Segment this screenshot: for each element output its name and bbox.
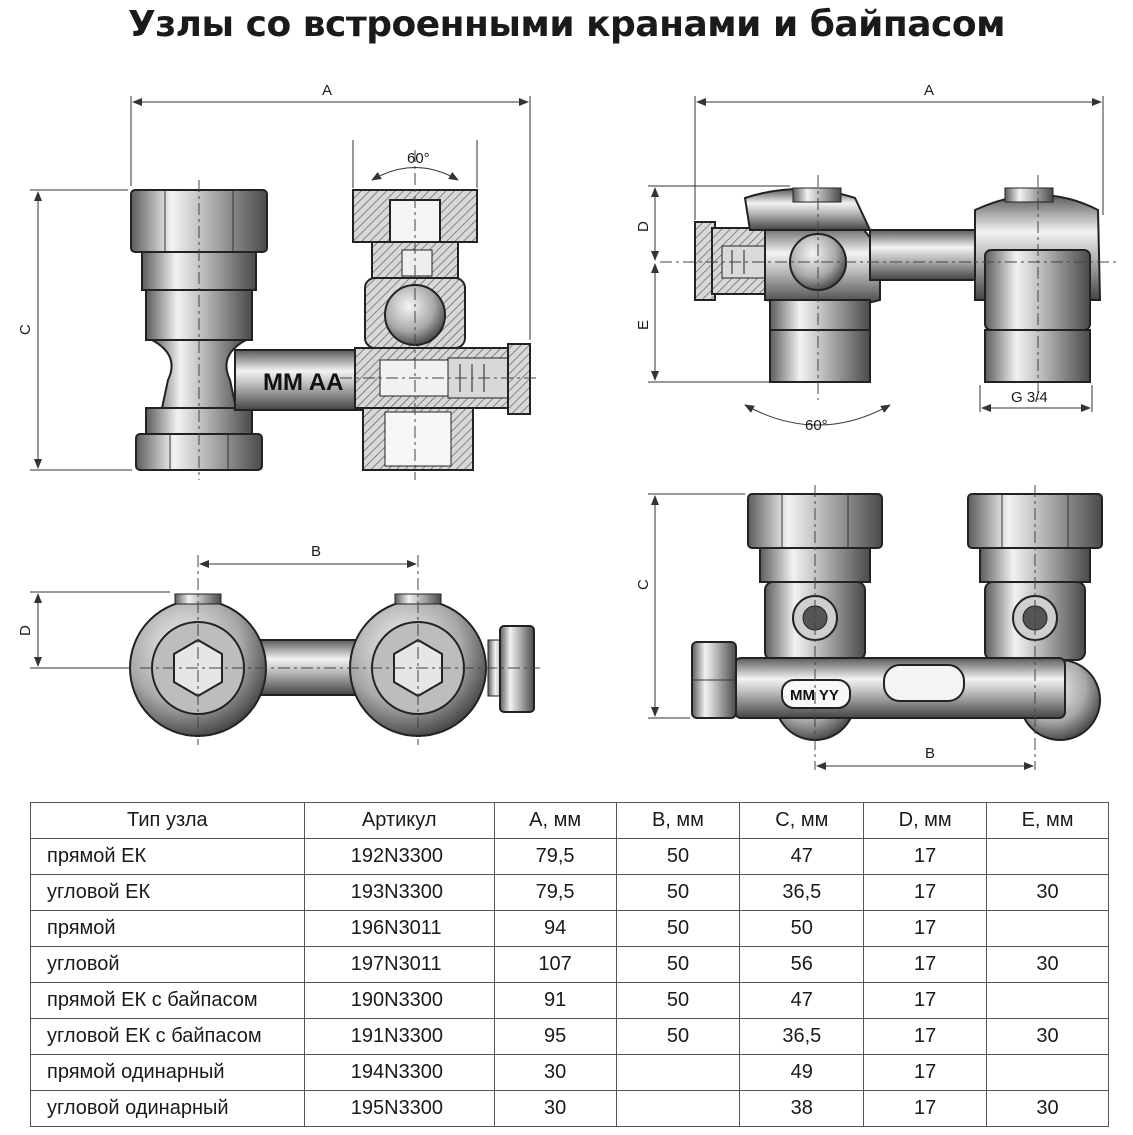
- cell-a: 30: [493, 1054, 617, 1091]
- cell-c: 36,5: [739, 1018, 865, 1055]
- cell-e: [986, 910, 1109, 947]
- header-d: D, мм: [863, 802, 988, 839]
- cell-type: угловой ЕК с байпасом: [30, 1018, 305, 1055]
- cell-a: 79,5: [493, 838, 617, 875]
- cell-type: прямой одинарный: [30, 1054, 305, 1091]
- header-type: Тип узла: [30, 802, 305, 839]
- cell-type: прямой: [30, 910, 305, 947]
- cell-d: 17: [863, 946, 988, 983]
- view-straight-top: B D: [17, 543, 540, 745]
- cell-article: 195N3300: [303, 1090, 495, 1127]
- view-angled-front: A D E 60° G 3/4: [635, 82, 1120, 434]
- dim-b-label: B: [311, 543, 321, 560]
- cell-a: 30: [493, 1090, 617, 1127]
- cell-type: угловой ЕК: [30, 874, 305, 911]
- cell-d: 17: [863, 1018, 988, 1055]
- cell-article: 194N3300: [303, 1054, 495, 1091]
- table-row: прямой ЕК 192N3300 79,5 50 47 17: [30, 838, 1109, 875]
- cell-e: 30: [986, 1090, 1109, 1127]
- table-row: угловой одинарный 195N3300 30 38 17 30: [30, 1090, 1109, 1127]
- cell-article: 193N3300: [303, 874, 495, 911]
- cell-d: 17: [863, 838, 988, 875]
- dim-a-label: A: [322, 82, 332, 99]
- dim-d-angled-label: D: [635, 221, 652, 232]
- cell-c: 36,5: [739, 874, 865, 911]
- dim-e-label: E: [635, 320, 652, 330]
- header-b: B, мм: [615, 802, 741, 839]
- cell-article: 191N3300: [303, 1018, 495, 1055]
- cell-e: 30: [986, 946, 1109, 983]
- view-straight-front: MM AA A C 60°: [17, 82, 540, 480]
- thread-label: G 3/4: [1011, 389, 1048, 406]
- header-c: C, мм: [739, 802, 865, 839]
- table-row: прямой ЕК с байпасом 190N3300 91 50 47 1…: [30, 982, 1109, 1019]
- cell-e: [986, 838, 1109, 875]
- cell-c: 47: [739, 838, 865, 875]
- cell-a: 94: [493, 910, 617, 947]
- cell-c: 47: [739, 982, 865, 1019]
- dim-d-label: D: [17, 625, 34, 636]
- cell-e: [986, 982, 1109, 1019]
- cell-e: 30: [986, 874, 1109, 911]
- table-row: угловой ЕК 193N3300 79,5 50 36,5 17 30: [30, 874, 1109, 911]
- marking-straight: MM AA: [263, 369, 343, 396]
- cell-b: [615, 1054, 741, 1091]
- cell-b: 50: [615, 910, 741, 947]
- cell-d: 17: [863, 874, 988, 911]
- cell-d: 17: [863, 910, 988, 947]
- cell-article: 190N3300: [303, 982, 495, 1019]
- dim-a-angled-label: A: [924, 82, 934, 99]
- cell-b: 50: [615, 982, 741, 1019]
- cell-a: 91: [493, 982, 617, 1019]
- cell-c: 49: [739, 1054, 865, 1091]
- angle-label-bottom: 60°: [805, 417, 828, 434]
- view-bypass-front: MM YY C B: [635, 485, 1103, 770]
- table-row: угловой ЕК с байпасом 191N3300 95 50 36,…: [30, 1018, 1109, 1055]
- marking-bypass: MM YY: [790, 687, 839, 704]
- dim-c-label: C: [17, 324, 34, 335]
- cell-e: [986, 1054, 1109, 1091]
- cell-c: 50: [739, 910, 865, 947]
- cell-type: угловой: [30, 946, 305, 983]
- cell-type: угловой одинарный: [30, 1090, 305, 1127]
- cell-article: 192N3300: [303, 838, 495, 875]
- cell-d: 17: [863, 982, 988, 1019]
- cell-b: 50: [615, 874, 741, 911]
- header-a: A, мм: [493, 802, 617, 839]
- table-header-row: Тип узла Артикул A, мм B, мм C, мм D, мм…: [30, 802, 1109, 839]
- technical-drawing: MM AA A C 60°: [17, 82, 1120, 770]
- header-e: E, мм: [986, 802, 1109, 839]
- cell-a: 107: [493, 946, 617, 983]
- cell-c: 38: [739, 1090, 865, 1127]
- table-row: прямой одинарный 194N3300 30 49 17: [30, 1054, 1109, 1091]
- cell-b: [615, 1090, 741, 1127]
- cell-b: 50: [615, 838, 741, 875]
- cell-type: прямой ЕК с байпасом: [30, 982, 305, 1019]
- cell-a: 79,5: [493, 874, 617, 911]
- cell-b: 50: [615, 1018, 741, 1055]
- dim-c-bypass-label: C: [635, 579, 652, 590]
- table-row: прямой 196N3011 94 50 50 17: [30, 910, 1109, 947]
- dim-b-bypass-label: B: [925, 745, 935, 762]
- cell-d: 17: [863, 1054, 988, 1091]
- spec-table: Тип узла Артикул A, мм B, мм C, мм D, мм…: [30, 802, 1109, 1127]
- cell-d: 17: [863, 1090, 988, 1127]
- cell-a: 95: [493, 1018, 617, 1055]
- cell-c: 56: [739, 946, 865, 983]
- table-row: угловой 197N3011 107 50 56 17 30: [30, 946, 1109, 983]
- cell-article: 197N3011: [303, 946, 495, 983]
- header-article: Артикул: [303, 802, 495, 839]
- cell-e: 30: [986, 1018, 1109, 1055]
- cell-b: 50: [615, 946, 741, 983]
- page-title: Узлы со встроенными кранами и байпасом: [127, 4, 1006, 45]
- cell-article: 196N3011: [303, 910, 495, 947]
- angle-label-top: 60°: [407, 150, 430, 167]
- cell-type: прямой ЕК: [30, 838, 305, 875]
